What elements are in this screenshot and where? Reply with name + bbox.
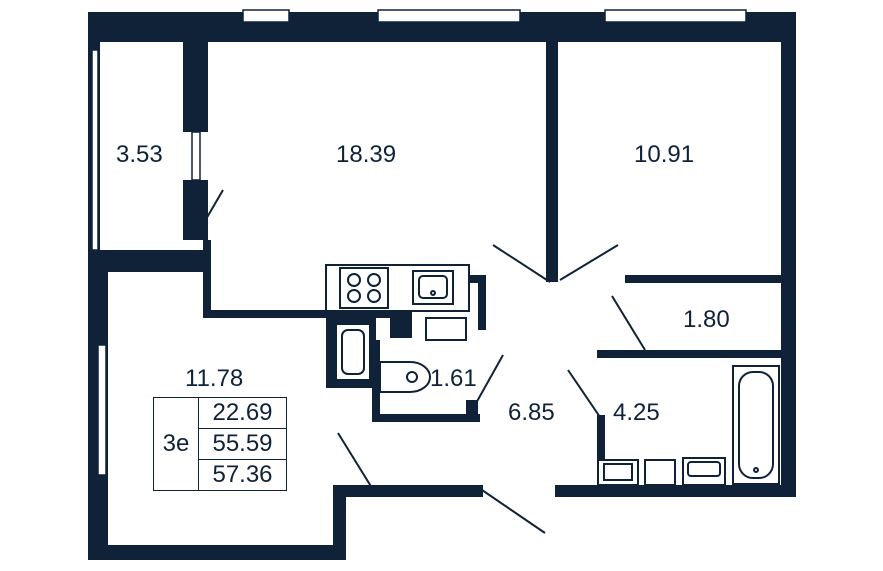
bathroom-area-label: 4.25 <box>613 399 660 426</box>
apartment-type-label: 3e <box>154 398 199 490</box>
hall-area-label: 6.85 <box>508 399 555 426</box>
bathroom-fixtures <box>597 365 780 486</box>
kitchen-fixtures <box>325 264 470 381</box>
area-summary-table: 3e 22.69 55.59 57.36 <box>153 397 287 491</box>
loggia-area-label: 3.53 <box>116 141 163 168</box>
door-swings <box>194 189 646 534</box>
total-area-value: 55.59 <box>199 429 286 460</box>
wc-area-label: 1.61 <box>430 365 477 392</box>
total-area-with-loggia-value: 57.36 <box>212 461 273 488</box>
living-room-area-label: 18.39 <box>336 141 397 168</box>
kitchen-area-label: 11.78 <box>185 365 244 392</box>
windows <box>91 9 747 476</box>
bedroom-area-label: 10.91 <box>634 141 695 168</box>
living-area-value: 22.69 <box>199 398 286 429</box>
interior-walls <box>203 30 795 495</box>
storage-area-label: 1.80 <box>683 306 730 333</box>
wc-fixtures <box>379 317 467 393</box>
